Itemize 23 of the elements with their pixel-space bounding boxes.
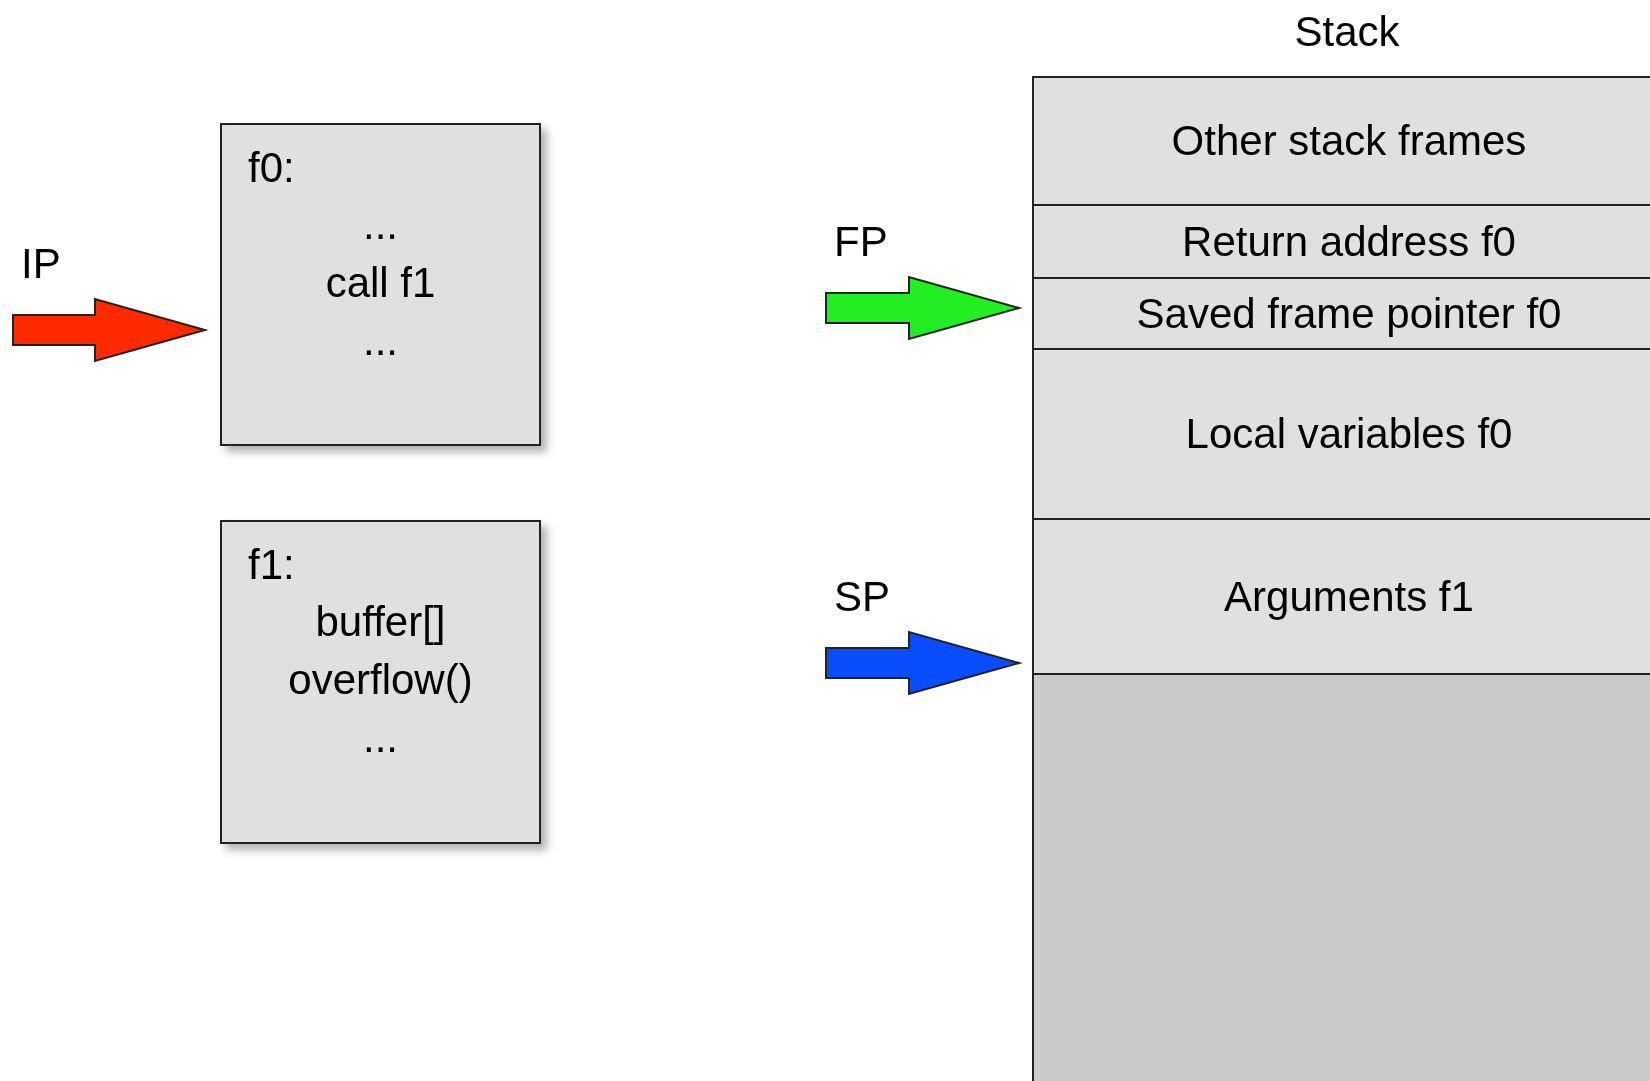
code-line: overflow() <box>288 656 473 703</box>
edge-label: IP <box>21 242 61 286</box>
pointer-arrow <box>12 297 209 363</box>
pointer-arrow <box>825 630 1023 696</box>
edge-label: FP <box>834 220 888 264</box>
row-label: Other stack frames <box>1171 117 1527 165</box>
row-label: Return address f0 <box>1182 217 1516 266</box>
code-line: ... <box>363 714 398 761</box>
code-line: ... <box>363 201 398 248</box>
row-label: Local variables f0 <box>1185 410 1513 458</box>
edge-label: SP <box>834 575 891 619</box>
row-label: Saved frame pointer f0 <box>1136 289 1562 338</box>
code-line: buffer[] <box>315 598 446 645</box>
stack-heading: Stack <box>1294 8 1400 55</box>
function-label: f0: <box>248 144 295 191</box>
function-label: f1: <box>248 541 295 588</box>
free-stack-area <box>1034 673 1650 1081</box>
row-label: Arguments f1 <box>1224 572 1474 621</box>
code-block <box>220 123 541 446</box>
pointer-arrow <box>825 275 1023 341</box>
code-block <box>220 520 541 844</box>
code-line: ... <box>363 317 398 364</box>
code-line: call f1 <box>325 259 436 306</box>
